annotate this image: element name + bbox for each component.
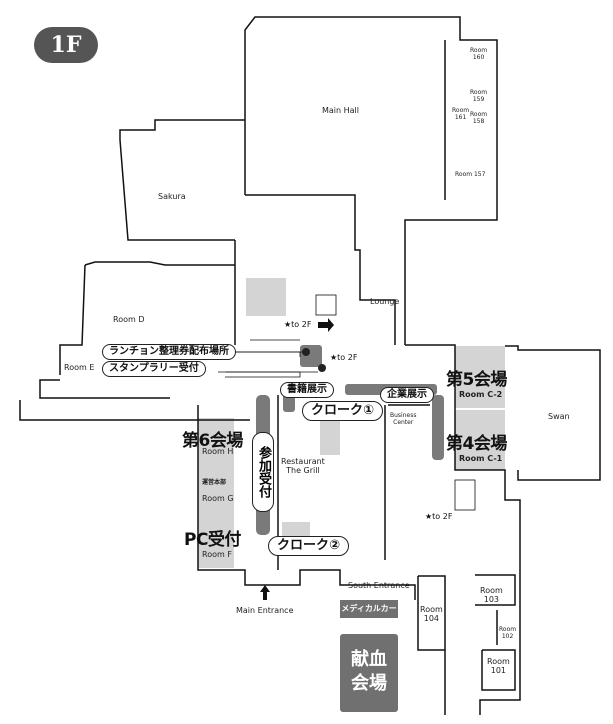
room-161[interactable]: Room 161 bbox=[452, 107, 470, 121]
cloak-1-callout: クローク① bbox=[302, 401, 384, 421]
south-entrance[interactable]: South Entrance bbox=[348, 581, 410, 590]
poster-markers bbox=[302, 348, 326, 372]
room-101[interactable]: Room 101 bbox=[487, 657, 510, 675]
room-sakura[interactable]: Sakura bbox=[158, 192, 186, 201]
room-103[interactable]: Room 103 bbox=[480, 586, 503, 604]
room-104[interactable]: Room 104 bbox=[420, 605, 443, 623]
venue-6-label: 第6会場 bbox=[182, 431, 243, 451]
main-entrance-arrow bbox=[260, 585, 270, 600]
floor-badge: 1F bbox=[34, 27, 98, 63]
medical-car: メディカルカー bbox=[340, 600, 398, 618]
blood-donation-label: 献血会場 bbox=[351, 649, 387, 694]
room-e[interactable]: Room E bbox=[64, 363, 95, 372]
venue5-area bbox=[455, 346, 505, 408]
room-swan[interactable]: Swan bbox=[548, 412, 570, 421]
lounge[interactable]: Lounge bbox=[370, 297, 400, 306]
room-d[interactable]: Room D bbox=[113, 315, 145, 324]
room-h[interactable]: Room H bbox=[202, 447, 234, 456]
room-c2[interactable]: Room C-2 bbox=[459, 390, 503, 399]
company-exhibit-callout: 企業展示 bbox=[380, 387, 434, 403]
restaurant-the-grill[interactable]: Restaurant The Grill bbox=[281, 457, 325, 475]
room-f[interactable]: Room F bbox=[202, 550, 232, 559]
room-158[interactable]: Room 158 bbox=[470, 111, 488, 125]
stamp-rally-callout: スタンプラリー受付 bbox=[102, 361, 206, 377]
stairs-to-2f-c[interactable]: ★to 2F bbox=[425, 512, 453, 521]
room-c1[interactable]: Room C-1 bbox=[459, 454, 503, 463]
venue6-area bbox=[198, 418, 234, 568]
lunch-ticket-callout: ランチョン整理券配布場所 bbox=[102, 344, 236, 360]
venue4-area bbox=[455, 410, 505, 470]
hq-label: 運営本部 bbox=[202, 479, 227, 486]
room-102[interactable]: Room 102 bbox=[499, 626, 517, 640]
venue-5-label: 第5会場 bbox=[446, 370, 507, 390]
room-main-hall[interactable]: Main Hall bbox=[322, 106, 360, 115]
room-159[interactable]: Room 159 bbox=[470, 89, 488, 103]
room-g[interactable]: Room G bbox=[202, 494, 234, 503]
room-157[interactable]: Room 157 bbox=[455, 171, 486, 178]
stairs-to-2f-b[interactable]: ★to 2F bbox=[330, 353, 358, 362]
to2f-arrow bbox=[318, 318, 334, 332]
exhibit-bar bbox=[432, 395, 444, 460]
main-entrance[interactable]: Main Entrance bbox=[236, 606, 294, 615]
cloak-2-callout: クローク② bbox=[268, 536, 350, 556]
blood-donation-area: 献血会場 bbox=[340, 634, 398, 712]
book-exhibit-callout: 書籍展示 bbox=[280, 382, 334, 398]
stairs-to-2f-a[interactable]: ★to 2F bbox=[284, 320, 312, 329]
registration-callout: 参加受付 bbox=[252, 432, 274, 512]
room-160[interactable]: Room 160 bbox=[470, 47, 488, 61]
venue-4-label: 第4会場 bbox=[446, 434, 507, 454]
pc-reception-label: PC受付 bbox=[184, 530, 241, 550]
business-center[interactable]: Business Center bbox=[390, 412, 417, 426]
